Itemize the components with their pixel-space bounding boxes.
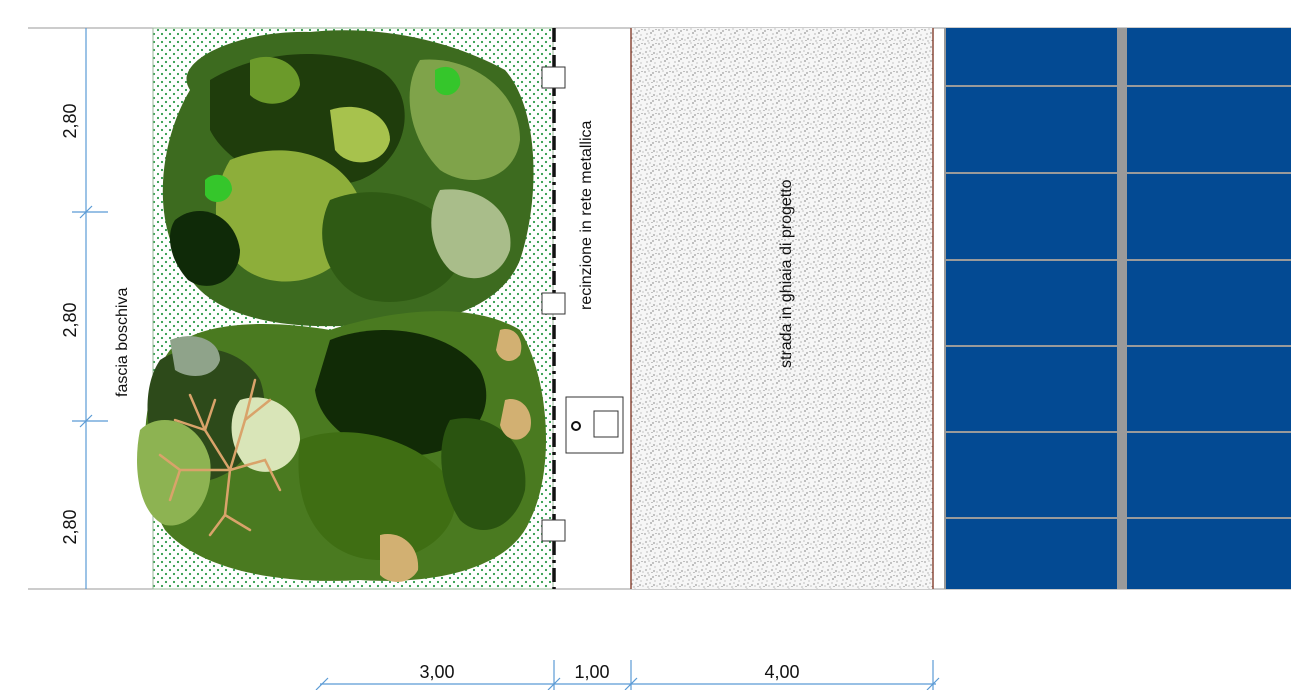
vertical-dim-2: 2,80: [60, 302, 80, 337]
horizontal-dim-3: 4,00: [764, 662, 799, 682]
solar-panel: [1127, 519, 1291, 589]
tree-canopy-group: [137, 30, 547, 582]
solar-panel: [946, 87, 1117, 172]
solar-panel: [946, 347, 1117, 431]
fence-label: recinzione in rete metallica: [578, 120, 595, 310]
fence-posts: [541, 66, 566, 542]
solar-panel-array: [944, 28, 1291, 589]
vertical-dimension: 2,80 2,80 2,80: [60, 28, 108, 589]
vertical-dim-3: 2,80: [60, 509, 80, 544]
vertical-dim-1: 2,80: [60, 103, 80, 138]
solar-panel: [1127, 261, 1291, 345]
horizontal-dimension: 3,00 1,00 4,00: [315, 660, 940, 690]
solar-panel: [1127, 28, 1291, 85]
tree-canopy-lower: [137, 311, 547, 582]
fence-post: [541, 519, 566, 542]
solar-panel: [1127, 174, 1291, 259]
horizontal-dim-2: 1,00: [574, 662, 609, 682]
solar-panel: [946, 28, 1117, 85]
solar-panel: [946, 261, 1117, 345]
fence-post: [541, 292, 566, 315]
shrub-branches: [158, 378, 282, 537]
gravel-road: [631, 28, 933, 589]
solar-panel: [946, 433, 1117, 517]
solar-panel: [1127, 87, 1291, 172]
solar-panel: [946, 174, 1117, 259]
solar-panel: [946, 519, 1117, 589]
solar-panel: [1127, 347, 1291, 431]
fence-post: [541, 66, 566, 89]
solar-panel: [1127, 433, 1291, 517]
gate-symbol: [565, 396, 624, 454]
forest-strip-label: fascia boschiva: [114, 288, 131, 397]
tree-canopy-upper: [162, 30, 534, 327]
road-label: strada in ghiaia di progetto: [778, 179, 795, 368]
horizontal-dim-1: 3,00: [419, 662, 454, 682]
